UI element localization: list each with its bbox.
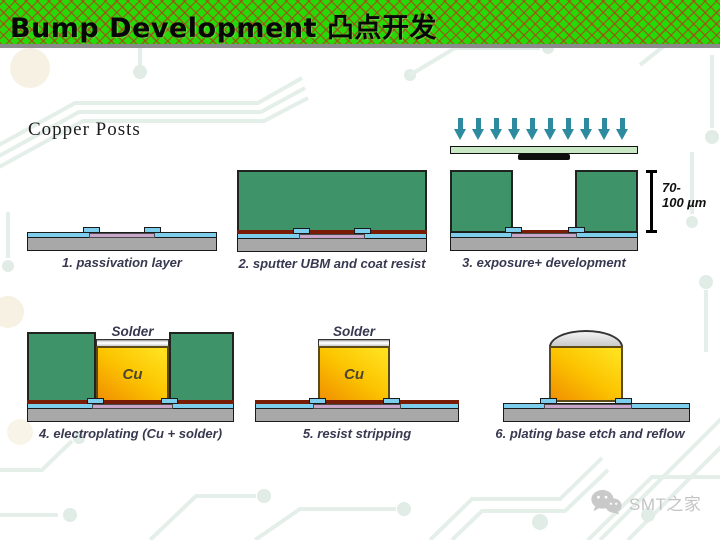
ubm-layer — [255, 400, 459, 404]
passivation-step-right — [354, 228, 371, 234]
wechat-icon — [591, 490, 622, 515]
resist-block-right — [575, 170, 638, 233]
resist-block-left — [27, 332, 96, 402]
passivation-step-left — [293, 228, 310, 234]
passivation-step-right — [161, 398, 178, 404]
wafer-substrate — [27, 237, 217, 251]
diagram-step-4: Solder Cu 4. electroplating (Cu + solder… — [27, 324, 234, 444]
passivation-step-right — [383, 398, 400, 404]
solder-label: Solder — [332, 324, 375, 339]
dimension-line1: 70- — [662, 180, 681, 195]
passivation-step-right — [615, 398, 632, 404]
wafer-substrate — [503, 408, 690, 422]
photomask-pattern — [518, 154, 570, 160]
slide-header: Bump Development 凸点开发 — [0, 0, 720, 44]
diagram-step-3: 70- 100 µm 3. exposure+ development — [450, 118, 712, 272]
step-caption: 2. sputter UBM and coat resist — [238, 256, 426, 271]
resist-layer — [237, 170, 427, 232]
slide-title: Bump Development 凸点开发 — [10, 13, 437, 44]
diagram-step-2: 2. sputter UBM and coat resist — [237, 170, 427, 274]
passivation-step-right — [568, 227, 585, 233]
down-arrow-icon — [454, 118, 467, 141]
down-arrow-icon — [598, 118, 611, 141]
passivation-step-left — [540, 398, 557, 404]
header-divider — [0, 44, 720, 48]
down-arrow-icon — [544, 118, 557, 141]
bond-pad — [92, 404, 173, 409]
bond-pad — [299, 234, 365, 239]
watermark-text: SMT之家 — [629, 494, 702, 514]
diagram-step-5: Solder Cu 5. resist stripping — [255, 324, 459, 444]
wafer-substrate — [27, 408, 234, 422]
ubm-layer — [513, 230, 575, 233]
dimension-line2: 100 µm — [662, 195, 707, 210]
wafer-substrate — [450, 237, 638, 251]
section-title: Copper Posts — [28, 119, 141, 140]
passivation-step-left — [87, 398, 104, 404]
down-arrow-icon — [508, 118, 521, 141]
uv-exposure-arrows — [454, 118, 629, 141]
ubm-layer — [237, 230, 427, 234]
passivation-step-left — [309, 398, 326, 404]
diagram-step-6: 6. plating base etch and reflow — [485, 324, 695, 444]
bond-pad — [511, 233, 577, 238]
passivation-step-right — [144, 227, 161, 233]
step-caption: 4. electroplating (Cu + solder) — [38, 426, 223, 441]
diagram-step-1: 1. passivation layer — [27, 225, 217, 273]
photomask-plate — [450, 146, 638, 154]
down-arrow-icon — [490, 118, 503, 141]
bond-pad — [313, 404, 401, 409]
step-caption: 3. exposure+ development — [462, 255, 626, 270]
wafer-substrate — [255, 408, 459, 422]
step-caption: 6. plating base etch and reflow — [495, 426, 685, 441]
step-caption: 5. resist stripping — [302, 426, 412, 441]
resist-block-right — [169, 332, 234, 402]
copper-post: Cu — [318, 346, 390, 402]
copper-post — [549, 346, 623, 402]
step-caption: 1. passivation layer — [62, 255, 182, 270]
solder-label: Solder — [111, 324, 154, 339]
passivation-step-left — [505, 227, 522, 233]
passivation-step-left — [83, 227, 100, 233]
down-arrow-icon — [562, 118, 575, 141]
down-arrow-icon — [616, 118, 629, 141]
wafer-substrate — [237, 238, 427, 252]
copper-post: Cu — [96, 346, 169, 402]
dimension-bracket — [646, 170, 657, 233]
watermark: SMT之家 — [590, 489, 701, 515]
ubm-layer — [27, 400, 234, 404]
bond-pad — [544, 404, 632, 409]
down-arrow-icon — [472, 118, 485, 141]
down-arrow-icon — [580, 118, 593, 141]
bond-pad — [89, 233, 155, 238]
reflowed-solder-cap — [549, 330, 623, 347]
resist-block-left — [450, 170, 513, 233]
dimension-label: 70- 100 µm — [662, 180, 706, 210]
down-arrow-icon — [526, 118, 539, 141]
